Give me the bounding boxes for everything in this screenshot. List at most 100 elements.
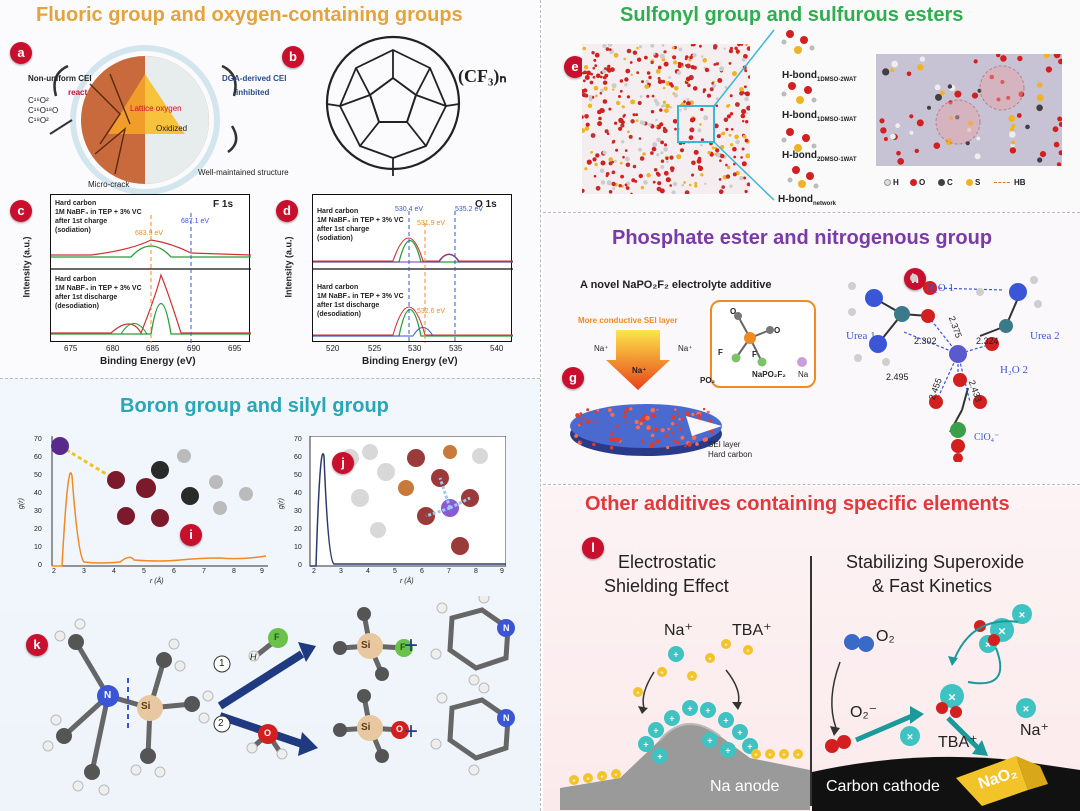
molecule-atom [613,159,617,163]
panel-k-h: H [250,652,257,662]
molecule-atom [646,173,651,178]
molecule-atom [688,135,694,140]
molecule-atom [729,143,734,147]
molecule-atom [726,165,731,170]
molecule-atom [723,117,729,123]
panel-i-ytick: 60 [34,454,42,461]
ion [682,700,698,716]
molecule-atom [890,68,895,73]
molecule-atom [651,413,656,418]
panel-e-hbond4-text: H-bond [778,194,813,205]
divider-vertical [540,0,541,811]
molecule-atom [619,89,623,93]
molecule-atom [609,445,614,450]
panel-k-f-product: F [400,642,406,652]
badge-e: e [564,56,586,78]
molecule-atom [614,121,618,125]
molecule-atom [613,52,619,58]
molecule-atom [734,134,739,140]
molecule-atom [688,183,692,187]
molecule-atom [744,69,748,73]
molecule-atom [611,170,616,175]
panel-c-tick: 685 [146,344,160,353]
molecule-atom [600,88,604,93]
panel-g-molecule-box [710,300,816,388]
panel-c-peak1: 683.9 eV [135,230,164,237]
molecule-atom [595,185,601,191]
molecule-atom [660,165,665,169]
molecule-atom [662,100,667,104]
molecule-atom [725,127,729,131]
panel-c-peak2: 687.1 eV [181,218,210,225]
molecule-atom [662,86,666,90]
panel-k-si-product1: Si [361,640,371,651]
molecule-atom [683,100,686,103]
panel-f-md-box [876,54,1062,166]
badge-c: c [10,200,32,222]
molecule-atom [603,86,608,91]
panel-e-hbond2-text: H-bond [782,110,817,121]
molecule-atom [733,155,737,159]
molecule-atom [656,408,659,411]
molecule-atom [725,163,728,167]
molecule-atom [747,75,750,79]
molecule-atom [1010,127,1015,132]
molecule-atom [735,102,740,107]
panel-a-inhibited: inhibited [236,88,270,97]
divider-horizontal-right-2 [543,484,1080,485]
panel-d-peak4: 532.6 eV [417,308,446,315]
divider-horizontal-left [0,378,540,379]
molecule-atom [619,79,624,83]
ion [900,726,920,746]
molecule-atom [726,114,731,119]
panel-a-illustration [49,45,238,194]
molecule-atom [740,113,746,119]
panel-c-top-line1: Hard carbon [55,200,97,207]
molecule-atom [593,58,597,62]
molecule-atom [732,172,737,177]
molecule-atom [677,61,682,66]
molecule-atom [599,168,605,174]
ion-sign: + [653,726,658,736]
molecule-atom [618,184,622,188]
molecule-atom [592,66,596,70]
molecule-atom [1009,147,1017,154]
molecule-atom [583,65,589,70]
molecule-atom [620,174,624,179]
molecule-atom [1017,55,1023,62]
molecule-atom [665,156,669,160]
molecule-atom [622,115,625,118]
molecule-atom [651,146,657,152]
panel-e-hbond4-sub: network [813,201,837,207]
panel-l-o2-minus: O₂⁻ [850,704,878,721]
molecule-atom [706,93,712,98]
molecule-atom [619,161,623,165]
molecule-atom [702,407,706,411]
molecule-atom [602,80,608,85]
panel-d-bottom-line3: after 1st discharge [317,302,380,309]
molecule-atom [672,181,678,187]
molecule-atom [746,182,750,187]
molecule-atom [655,171,660,176]
molecule-atom [685,76,691,82]
molecule-atom [621,105,625,109]
molecule-atom [1018,91,1025,98]
panel-g-layer2: Hard carbon [708,450,753,459]
molecule-atom [592,442,596,447]
panel-e-hbond3: H-bond2DMSO-1WAT [782,150,857,163]
molecule-atom [665,103,670,109]
divider-horizontal-right-1 [543,212,1080,213]
panel-k-o: O [264,728,272,738]
molecule-atom [741,147,745,151]
panel-e-md-box [582,44,750,194]
panel-g-layer1: SEI layer [708,440,741,449]
molecule-atom [702,88,707,92]
molecule-atom [586,70,591,76]
molecule-atom [605,47,610,51]
panel-j-xlabel: r (Å) [400,578,414,585]
molecule-atom [625,68,631,74]
molecule-atom [965,141,970,146]
molecule-atom [652,142,658,148]
molecule-atom [656,153,660,157]
molecule-atom [671,415,676,420]
